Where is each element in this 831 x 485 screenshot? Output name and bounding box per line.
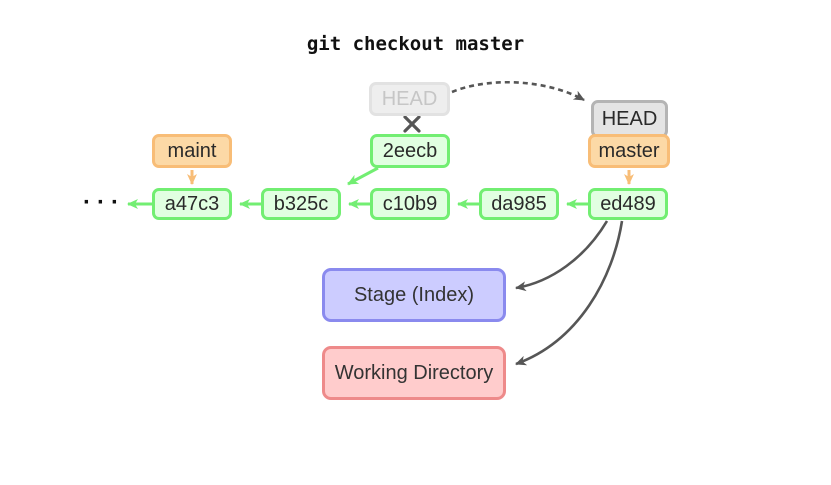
branch-maint-node: maint <box>152 134 232 168</box>
commit-ed489-node: ed489 <box>588 188 668 220</box>
arrow-ed489-to-stage <box>515 220 609 292</box>
branch-master-node: master <box>588 134 670 168</box>
arrow-ed489-to-working-directory <box>515 220 624 366</box>
diagram-title: git checkout master <box>306 33 525 55</box>
commit-a47c3-node: a47c3 <box>152 188 232 220</box>
commit-b325c-node: b325c <box>261 188 341 220</box>
commit-da985-node: da985 <box>479 188 559 220</box>
commit-c10b9-node: c10b9 <box>370 188 450 220</box>
arrow-2eecb-to-b325c <box>347 166 379 186</box>
arrow-head-move-dashed <box>451 80 585 102</box>
stage-index-box: Stage (Index) <box>322 268 506 322</box>
commit-2eecb-node: 2eecb <box>370 134 450 168</box>
working-directory-box: Working Directory <box>322 346 506 400</box>
detached-x-icon <box>403 115 421 133</box>
history-ellipsis: ··· <box>83 189 125 216</box>
head-node: HEAD <box>591 100 668 138</box>
head-old-node: HEAD <box>369 82 450 116</box>
